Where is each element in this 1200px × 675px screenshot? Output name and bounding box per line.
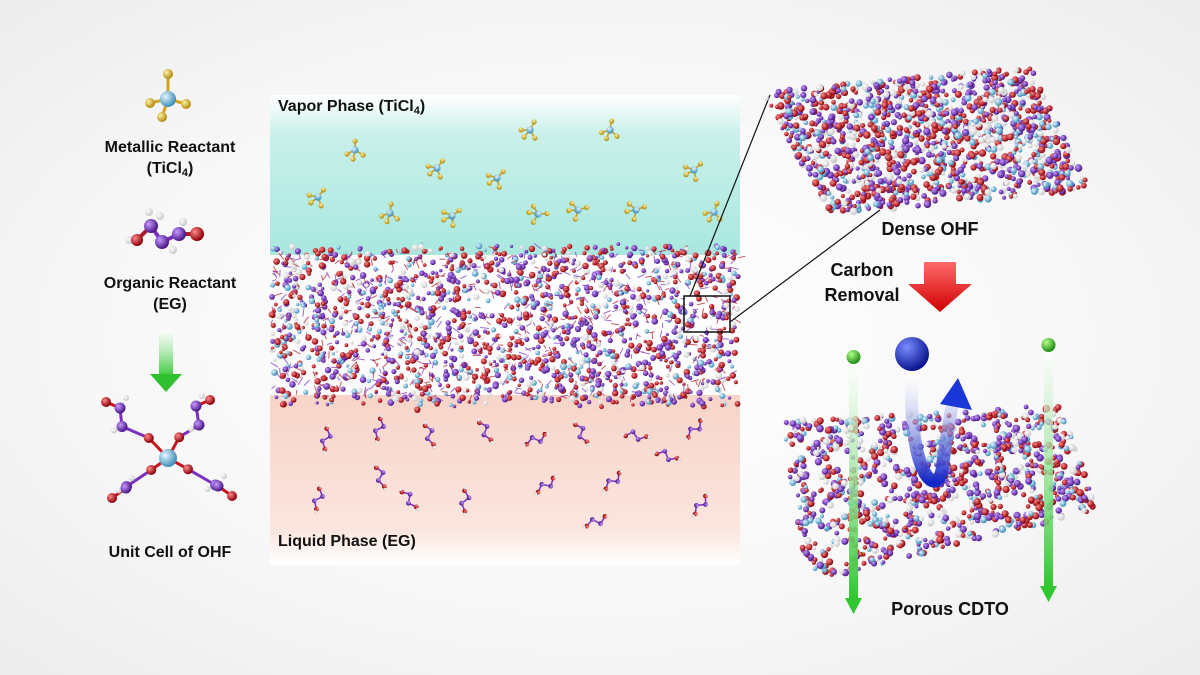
carbon-removal-line2: Removal <box>824 285 900 305</box>
ticl4-molecule-icon <box>145 69 191 122</box>
green-probe-arrow-right <box>1040 338 1057 602</box>
dense-ohf-label: Dense OHF <box>860 219 1000 240</box>
ticl4-vapor-molecules <box>306 118 723 228</box>
metallic-reactant-label: Metallic Reactant (TiCl4) <box>104 139 236 179</box>
carbon-removal-arrow <box>908 262 972 312</box>
ethylene-glycol-molecule-icon <box>125 208 204 254</box>
liquid-phase-text: Liquid Phase (EG) <box>278 533 416 550</box>
organic-reactant-label: Organic Reactant (EG) <box>80 273 260 315</box>
metallic-reactant-formula: TiCl <box>151 160 182 177</box>
organic-reactant-line1: Organic Reactant <box>103 275 237 292</box>
ohf-film-layer <box>268 242 746 413</box>
porous-cdto-slab <box>783 404 1096 577</box>
carbon-atom-ball <box>895 337 929 371</box>
green-probe-arrow-left <box>845 350 862 614</box>
zoom-line-bottom <box>729 209 881 323</box>
unit-cell-ohf-icon <box>101 393 237 503</box>
dense-ohf-text: Dense OHF <box>881 219 979 239</box>
vapor-phase-text: Vapor Phase (TiCl <box>278 98 414 115</box>
eg-liquid-molecules <box>312 414 710 529</box>
carbon-escape-arrowhead <box>940 378 972 410</box>
vapor-phase-region <box>270 95 740 255</box>
porous-cdto-label: Porous CDTO <box>870 599 1030 620</box>
carbon-removal-line1: Carbon <box>830 260 894 280</box>
porous-cdto-text: Porous CDTO <box>891 599 1009 619</box>
organic-reactant-line2: (EG) <box>153 296 187 313</box>
zoom-region-box <box>683 295 731 333</box>
vapor-phase-label: Vapor Phase (TiCl4) <box>278 96 425 117</box>
metallic-reactant-subscript: 4 <box>181 167 189 179</box>
vapor-phase-close: ) <box>419 98 426 115</box>
carbon-escape-arrow <box>905 371 959 488</box>
vapor-phase-subscript: 4 <box>413 105 420 117</box>
liquid-phase-label: Liquid Phase (EG) <box>278 531 416 552</box>
dense-ohf-slab <box>764 66 1088 216</box>
unit-cell-text: Unit Cell of OHF <box>108 544 232 561</box>
carbon-removal-label: Carbon Removal <box>810 258 914 308</box>
metallic-reactant-line1: Metallic Reactant <box>104 139 236 156</box>
green-down-arrow <box>150 330 182 392</box>
zoom-line-top <box>689 94 771 297</box>
unit-cell-label: Unit Cell of OHF <box>80 542 260 563</box>
liquid-phase-region <box>270 395 740 565</box>
